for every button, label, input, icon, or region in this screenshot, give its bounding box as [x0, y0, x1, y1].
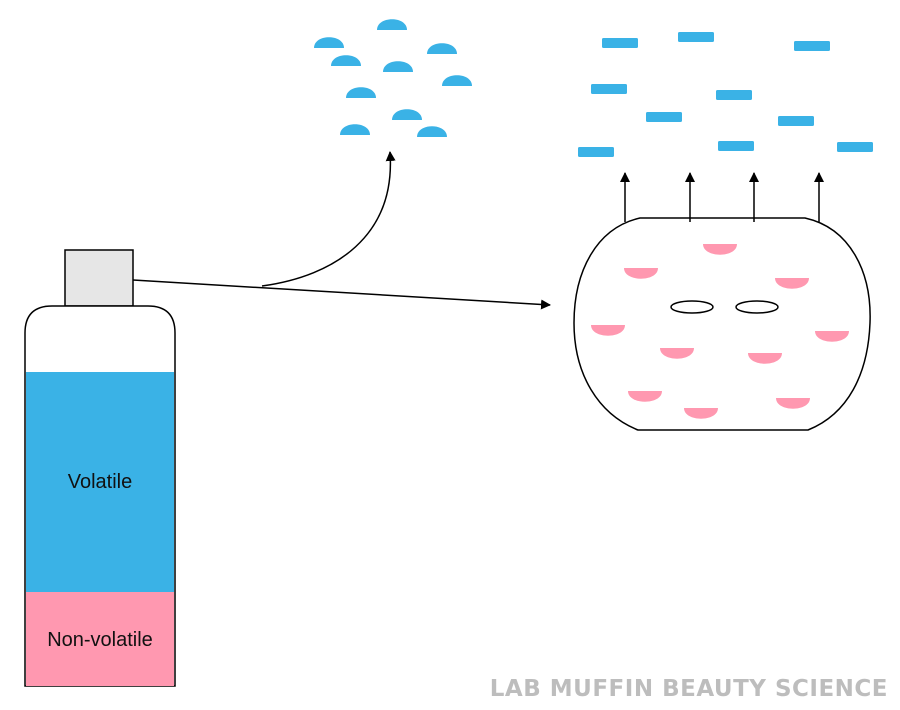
nonvolatile-layer	[26, 592, 174, 686]
nonvolatile-label: Non-volatile	[47, 629, 153, 651]
vapor-molecule	[794, 41, 830, 51]
nonvolatile-deposit	[748, 353, 782, 364]
nonvolatile-deposit	[591, 325, 625, 336]
volatile-droplet	[331, 55, 361, 66]
vapor-molecules	[578, 32, 873, 157]
vapor-molecule	[646, 112, 682, 122]
nonvolatile-deposits	[591, 244, 849, 419]
nonvolatile-deposit	[624, 268, 658, 279]
vapor-molecule	[678, 32, 714, 42]
volatile-droplet	[392, 109, 422, 120]
nonvolatile-deposit	[703, 244, 737, 255]
vapor-molecule	[718, 141, 754, 151]
evaporation-up-arrows	[620, 172, 824, 222]
vapor-molecule	[591, 84, 627, 94]
vapor-molecule	[778, 116, 814, 126]
nonvolatile-deposit	[775, 278, 809, 289]
spray-line-to-face	[132, 279, 551, 310]
volatile-droplet	[417, 126, 447, 137]
evaporation-curve-arrow	[261, 151, 396, 287]
volatile-droplet	[383, 61, 413, 72]
bottle-cap	[64, 249, 134, 307]
vapor-molecule	[578, 147, 614, 157]
left-eye	[670, 300, 714, 314]
nonvolatile-deposit	[776, 398, 810, 409]
volatile-droplet	[340, 124, 370, 135]
volatile-droplets-cluster	[314, 19, 472, 137]
spray-arrows	[132, 151, 551, 310]
nonvolatile-deposit	[628, 391, 662, 402]
nonvolatile-deposit	[815, 331, 849, 342]
volatile-droplet	[346, 87, 376, 98]
nonvolatile-deposit	[684, 408, 718, 419]
volatile-layer	[26, 372, 174, 592]
volatile-label: Volatile	[68, 471, 133, 493]
vapor-molecule	[602, 38, 638, 48]
right-eye	[735, 300, 779, 314]
volatile-droplet	[314, 37, 344, 48]
vapor-molecule	[837, 142, 873, 152]
spray-bottle: Volatile Non-volatile	[24, 249, 176, 687]
volatile-droplet	[427, 43, 457, 54]
volatile-droplet	[377, 19, 407, 30]
vapor-molecule	[716, 90, 752, 100]
watermark: LAB MUFFIN BEAUTY SCIENCE	[490, 676, 888, 702]
volatile-droplet	[442, 75, 472, 86]
nonvolatile-deposit	[660, 348, 694, 359]
